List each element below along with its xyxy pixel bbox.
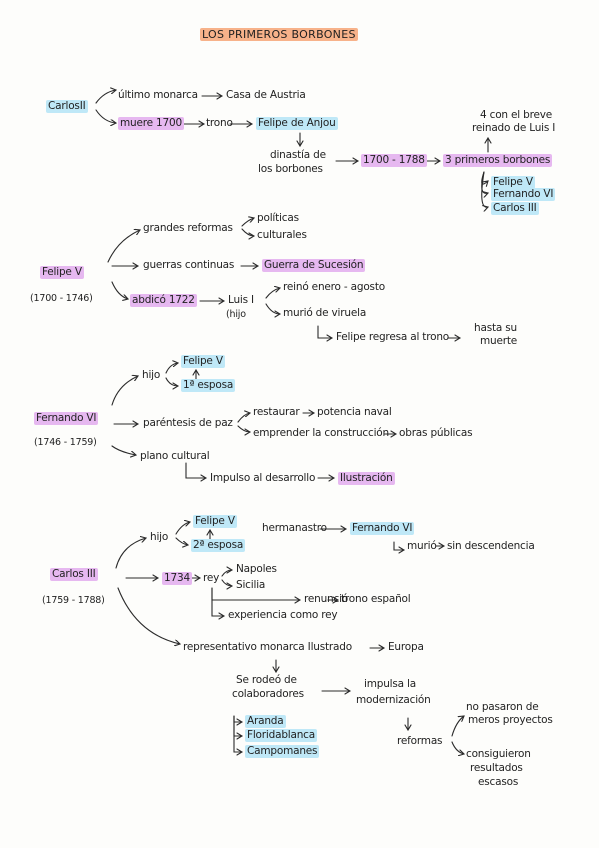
carlos3-impulsa2: modernización — [356, 694, 431, 706]
carlos3-sin: sin descendencia — [447, 540, 535, 552]
carlos2-felipe-anjou: Felipe de Anjou — [256, 117, 338, 130]
carlos2-breve1: 4 con el breve — [480, 109, 553, 121]
carlos3-consiguieron1: consiguieron — [466, 748, 531, 760]
carlos3-murio: murió — [407, 540, 437, 552]
carlos3-anio: 1734 — [162, 572, 192, 585]
carlos3-rodeo1: Se rodeó de — [236, 674, 297, 686]
felipe5-guerra-sucesion: Guerra de Sucesión — [262, 259, 366, 272]
carlos2-periodo: 1700 - 1788 — [361, 154, 427, 167]
carlos2-dinastia2: los borbones — [258, 163, 323, 175]
fernando6-emprender: emprender la construcción — [253, 427, 389, 439]
carlos2-trono: trono — [206, 117, 233, 129]
carlos3-consiguieron3: escasos — [478, 776, 519, 788]
carlos2-breve2: reinado de Luis I — [472, 122, 556, 134]
felipe5-guerras: guerras continuas — [143, 259, 235, 271]
carlos3-trono: trono español — [341, 593, 411, 605]
felipe5-luis: Luis I — [228, 294, 254, 306]
carlos3-sicilia: Sicilia — [236, 579, 266, 591]
carlos3-reformas: reformas — [397, 735, 443, 747]
felipe5-hijo: (hijo — [226, 309, 246, 320]
carlos3-nopasaron1: no pasaron de — [466, 701, 539, 713]
fernando6-plano: plano cultural — [140, 450, 210, 462]
carlos3-colaborador-1: Aranda — [245, 715, 286, 728]
fernando6-restaurar: restaurar — [253, 406, 300, 418]
felipe5-regresa: Felipe regresa al trono — [336, 331, 450, 343]
felipe5-culturales: culturales — [257, 229, 307, 241]
fernando6-name: Fernando VI — [34, 412, 99, 425]
felipe5-hasta2: muerte — [480, 335, 518, 347]
carlos3-hijo: hijo — [150, 531, 169, 543]
carlos3-colaborador-2: Floridablanca — [245, 729, 317, 742]
fernando6-felipe: Felipe V — [181, 355, 225, 368]
felipe5-dates: (1700 - 1746) — [30, 293, 93, 304]
page-title: LOS PRIMEROS BORBONES — [200, 28, 358, 41]
fernando6-parentesis: paréntesis de paz — [143, 417, 233, 429]
carlos3-fernando: Fernando VI — [350, 522, 415, 535]
felipe5-reino: reinó enero - agosto — [283, 281, 385, 293]
carlos3-name: Carlos III — [50, 568, 98, 581]
carlos2-tres: 3 primeros borbones — [443, 154, 553, 167]
carlos2-rey-1: Felipe V — [491, 176, 535, 189]
carlos3-rey: rey — [203, 572, 220, 584]
carlos3-felipe: Felipe V — [193, 515, 237, 528]
carlos3-consiguieron2: resultados — [470, 762, 523, 774]
fernando6-dates: (1746 - 1759) — [34, 437, 97, 448]
carlos3-hermanastro: hermanastro — [262, 522, 327, 534]
carlos3-europa: Europa — [388, 641, 424, 653]
fernando6-impulso: Impulso al desarrollo — [210, 472, 316, 484]
carlos2-ultimo: último monarca — [118, 89, 198, 101]
carlos3-experiencia: experiencia como rey — [228, 609, 338, 621]
fernando6-esposa: 1ª esposa — [181, 379, 236, 392]
felipe5-hasta1: hasta su — [474, 322, 517, 334]
carlos3-esposa: 2ª esposa — [191, 539, 246, 552]
felipe5-reformas: grandes reformas — [143, 222, 233, 234]
carlos2-dinastia1: dinastía de — [270, 149, 326, 161]
carlos2-name: CarlosII — [46, 100, 88, 113]
carlos3-nopasaron2: meros proyectos — [468, 714, 553, 726]
fernando6-hijo: hijo — [142, 369, 161, 381]
carlos3-representativo: representativo monarca Ilustrado — [183, 641, 352, 653]
carlos3-impulsa1: impulsa la — [364, 678, 416, 690]
felipe5-murio: murió de viruela — [283, 307, 367, 319]
carlos2-rey-2: Fernando VI — [491, 188, 556, 201]
felipe5-politicas: políticas — [257, 212, 299, 224]
felipe5-abdico: abdicó 1722 — [130, 294, 197, 307]
carlos2-casa: Casa de Austria — [226, 89, 306, 101]
carlos3-colaborador-3: Campomanes — [245, 745, 320, 758]
fernando6-ilustracion: Ilustración — [338, 472, 395, 485]
carlos3-renuncio: renunció — [304, 593, 349, 605]
carlos2-muere: muere 1700 — [118, 117, 184, 130]
felipe5-name: Felipe V — [40, 266, 84, 279]
carlos3-napoles: Napoles — [236, 563, 277, 575]
carlos3-rodeo2: colaboradores — [232, 688, 304, 700]
fernando6-potencia: potencia naval — [317, 406, 392, 418]
carlos2-rey-3: Carlos III — [491, 202, 539, 215]
fernando6-obras: obras públicas — [399, 427, 473, 439]
carlos3-dates: (1759 - 1788) — [42, 595, 105, 606]
